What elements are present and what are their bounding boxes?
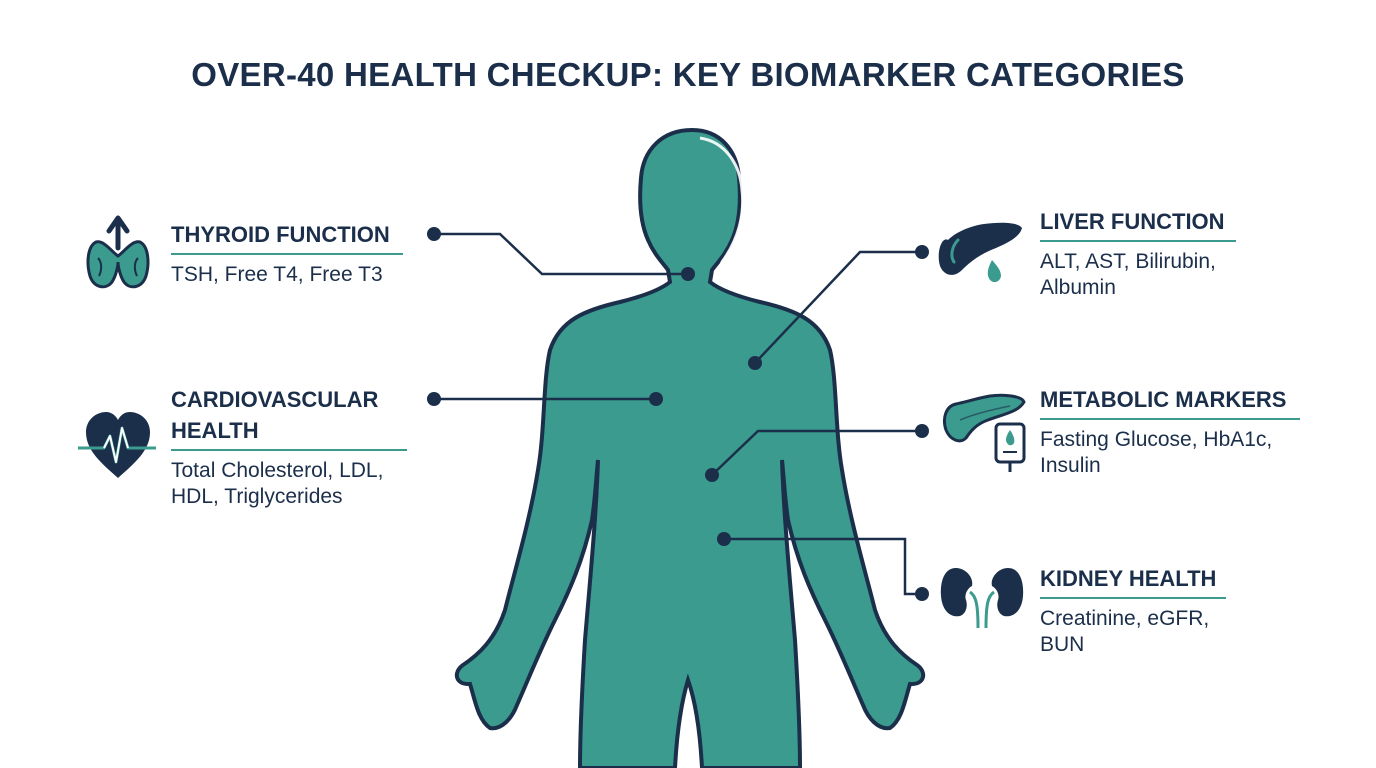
- thyroid-dot-label: [427, 227, 441, 241]
- thyroid-connector: [434, 232, 688, 276]
- kidneys-icon: [940, 568, 1024, 629]
- thyroid-icon: [86, 215, 150, 289]
- kidney-title: KIDNEY HEALTH: [1040, 566, 1217, 591]
- cardiovascular-rule: [171, 449, 407, 451]
- liver-category: LIVER FUNCTION ALT, AST, Bilirubin, Albu…: [1040, 206, 1236, 301]
- metabolic-connector: [711, 429, 922, 476]
- infographic-title: OVER-40 HEALTH CHECKUP: KEY BIOMARKER CA…: [191, 56, 1185, 93]
- kidney-connector: [724, 537, 922, 596]
- kidney-dot-body: [717, 532, 731, 546]
- metabolic-markers: Fasting Glucose, HbA1c, Insulin: [1040, 428, 1273, 477]
- metabolic-title: METABOLIC MARKERS: [1040, 387, 1287, 412]
- metabolic-category: METABOLIC MARKERS Fasting Glucose, HbA1c…: [1040, 384, 1300, 479]
- thyroid-markers: TSH, Free T4, Free T3: [171, 263, 383, 286]
- cardiovascular-title: CARDIOVASCULAR HEALTH: [171, 387, 379, 443]
- liver-markers: ALT, AST, Bilirubin, Albumin: [1040, 250, 1216, 299]
- thyroid-dot-body: [681, 267, 695, 281]
- thyroid-title: THYROID FUNCTION: [171, 222, 390, 247]
- kidney-markers: Creatinine, eGFR, BUN: [1040, 607, 1210, 656]
- cardio-dot-body: [649, 392, 663, 406]
- connector-lines: [434, 232, 922, 596]
- liver-title: LIVER FUNCTION: [1040, 209, 1225, 234]
- cardiovascular-markers: Total Cholesterol, LDL, HDL, Triglycerid…: [171, 459, 384, 508]
- liver-rule: [1040, 240, 1236, 242]
- connector-dots: [427, 227, 929, 601]
- thyroid-rule: [171, 253, 403, 255]
- kidney-dot-label: [915, 587, 929, 601]
- kidney-category: KIDNEY HEALTH Creatinine, eGFR, BUN: [1040, 563, 1226, 658]
- liver-icon: [938, 222, 1022, 283]
- liver-dot-body: [748, 356, 762, 370]
- metabolic-rule: [1040, 418, 1300, 420]
- cardio-dot-label: [427, 392, 441, 406]
- human-body-silhouette: [454, 127, 926, 768]
- heart-pulse-icon: [78, 412, 156, 478]
- cardiovascular-category: CARDIOVASCULAR HEALTH Total Cholesterol,…: [171, 384, 407, 510]
- liver-connector: [754, 250, 922, 364]
- pancreas-glucose-meter-icon: [942, 393, 1026, 472]
- liver-dot-label: [915, 245, 929, 259]
- metabolic-dot-label: [915, 424, 929, 438]
- thyroid-category: THYROID FUNCTION TSH, Free T4, Free T3: [171, 219, 403, 288]
- metabolic-dot-body: [705, 468, 719, 482]
- kidney-rule: [1040, 597, 1226, 599]
